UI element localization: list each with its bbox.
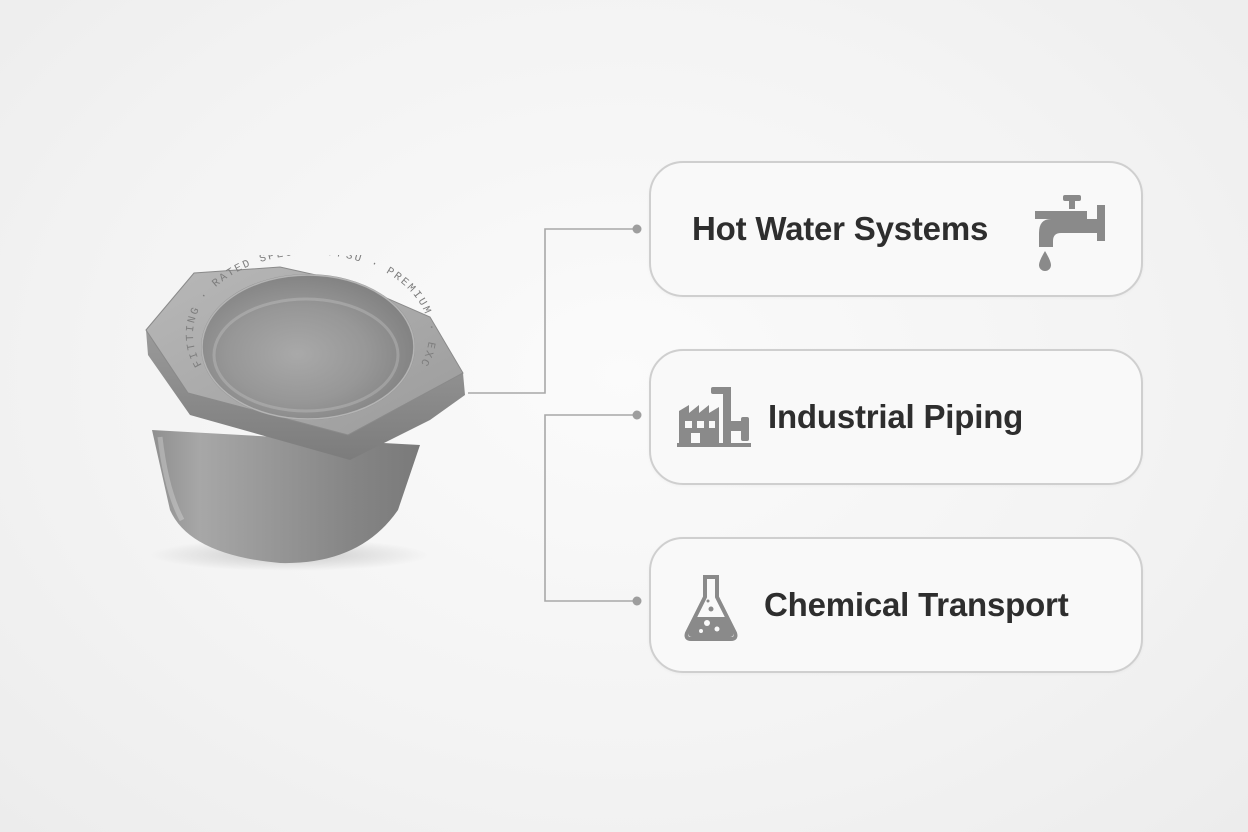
application-card-chemical-transport[interactable]: Chemical Transport xyxy=(649,537,1143,673)
connector-hot-water xyxy=(468,228,636,394)
faucet-icon xyxy=(1029,189,1109,278)
flask-icon xyxy=(681,571,741,648)
application-label: Chemical Transport xyxy=(764,586,1069,623)
connector-dot-industrial xyxy=(632,410,642,420)
application-card-industrial-piping[interactable]: Industrial Piping xyxy=(649,349,1143,485)
connector-dot-hot-water xyxy=(632,224,642,234)
application-card-hot-water[interactable]: Hot Water Systems xyxy=(649,161,1143,297)
application-label: Hot Water Systems xyxy=(692,210,989,247)
factory-icon xyxy=(675,381,755,458)
connector-industrial xyxy=(544,414,636,602)
connector-dot-chemical xyxy=(632,596,642,606)
application-label: Industrial Piping xyxy=(768,398,1024,435)
